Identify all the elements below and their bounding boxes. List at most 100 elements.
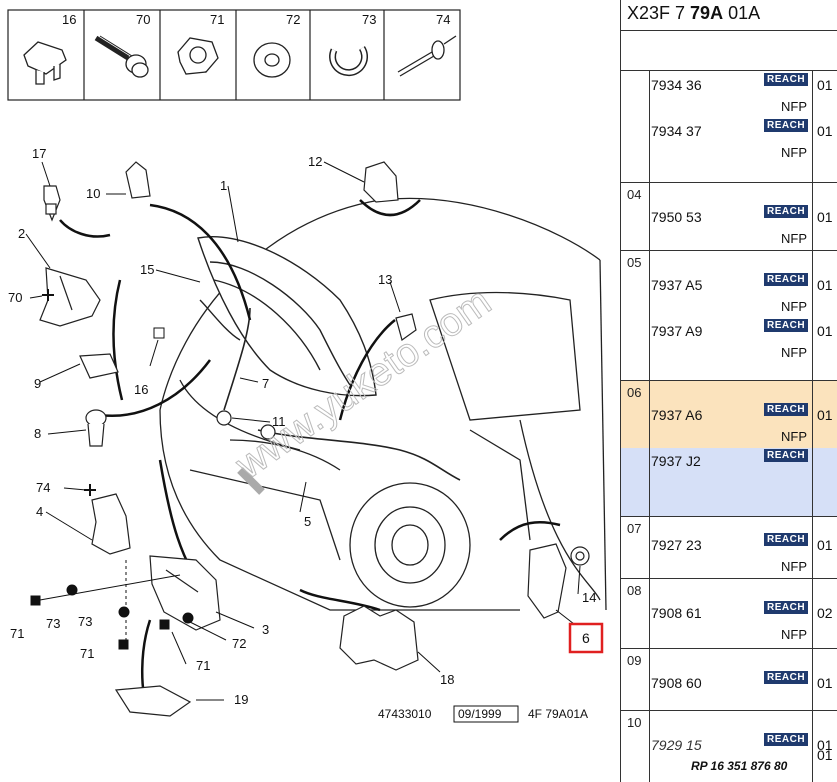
ref-group-05: 05 7937 A5 REACH 01 NFP 7937 A9 REACH 01… <box>621 250 837 380</box>
toolbar-num-70: 70 <box>136 12 150 27</box>
ref-group: 7934 36 REACH 01 NFP 7934 37 REACH 01 NF… <box>621 70 837 182</box>
callout-5: 5 <box>304 514 311 529</box>
footer-ref: 47433010 <box>378 707 432 721</box>
reach-badge: REACH <box>764 601 809 614</box>
screw-icon <box>94 35 149 78</box>
reach-badge: REACH <box>764 273 809 286</box>
clip-icon <box>23 41 67 85</box>
panel-title: X23F 7 79A 01A <box>627 3 761 23</box>
exploded-parts-diagram: 16 70 71 72 73 74 <box>7 9 607 723</box>
part-13-catch <box>395 313 417 341</box>
ref-group-09: 09 7908 60 REACH 01 <box>621 648 837 710</box>
callout-12: 12 <box>308 154 322 169</box>
part-14-bush <box>570 546 590 566</box>
reach-badge: REACH <box>764 403 809 416</box>
ref-group-04: 04 7950 53 REACH 01 NFP <box>621 182 837 250</box>
part-4-bracket <box>91 493 131 555</box>
callout-7: 7 <box>262 376 269 391</box>
callout-6-highlight[interactable]: 6 <box>568 622 604 654</box>
toolbar-num-74: 74 <box>436 12 450 27</box>
callout-71b: 71 <box>80 646 94 661</box>
ref-group-08: 08 7908 61 REACH 02 NFP <box>621 578 837 648</box>
callout-74: 74 <box>36 480 50 495</box>
second-qty: 01 <box>817 747 833 763</box>
rivet-icon <box>397 35 457 77</box>
part-10-bumper <box>125 161 151 199</box>
footer-date-box <box>453 705 519 723</box>
reach-badge: REACH <box>764 533 809 546</box>
callout-71a: 71 <box>10 626 24 641</box>
ref-row-hover[interactable]: 7937 J2 REACH <box>621 447 837 493</box>
part-8-grommet <box>85 409 107 447</box>
toolbar-num-16: 16 <box>62 12 76 27</box>
ref-row[interactable]: 7950 53 REACH 01 NFP <box>651 205 833 246</box>
ref-group-07: 07 7927 23 REACH 01 NFP <box>621 516 837 578</box>
callout-11: 11 <box>272 414 286 429</box>
callout-70: 70 <box>8 290 22 305</box>
callout-4: 4 <box>36 504 43 519</box>
spring-clip-icon <box>329 46 369 77</box>
callout-6: 6 <box>582 630 590 646</box>
toolbar-num-71: 71 <box>210 12 224 27</box>
callout-18: 18 <box>440 672 454 687</box>
callout-8: 8 <box>34 426 41 441</box>
callout-9: 9 <box>34 376 41 391</box>
ref-group-06: 06 7937 A6 REACH 01 NFP 7937 J2 REACH <box>621 380 837 517</box>
open-square-marker <box>153 327 165 339</box>
ref-row[interactable]: 7927 23 REACH 01 NFP <box>651 533 833 574</box>
vehicle-outline <box>159 197 607 611</box>
callout-19: 19 <box>234 692 248 707</box>
reach-badge: REACH <box>764 733 809 746</box>
ref-row[interactable]: 7908 61 REACH 02 NFP <box>651 601 833 642</box>
toolbar-num-73: 73 <box>362 12 376 27</box>
callout-3: 3 <box>262 622 269 637</box>
callout-17: 17 <box>32 146 46 161</box>
ref-row[interactable]: 7937 A9 REACH 01 NFP <box>651 319 833 360</box>
washer-icon <box>253 42 291 78</box>
nut-icon <box>177 37 219 75</box>
callout-14: 14 <box>582 590 596 605</box>
part-12-latch <box>363 161 399 203</box>
callout-73b: 73 <box>78 614 92 629</box>
callout-72: 72 <box>232 636 246 651</box>
callout-73a: 73 <box>46 616 60 631</box>
part-11-guide <box>216 410 276 440</box>
ref-row[interactable]: 7929 15 REACH 01 <box>651 733 833 753</box>
parts-reference-panel: X23F 7 79A 01A 7934 36 REACH 01 NFP 7934… <box>620 0 837 782</box>
reach-badge: REACH <box>764 671 809 684</box>
ref-row[interactable]: 7937 A5 REACH 01 NFP <box>651 273 833 314</box>
ref-row[interactable]: 7934 36 REACH 01 NFP <box>651 73 833 114</box>
part-6-striker <box>527 543 567 619</box>
ref-group-10: 10 7929 15 REACH 01 01 RP 16 351 876 80 <box>621 710 837 782</box>
part-17-plug <box>43 185 61 222</box>
ref-row[interactable]: 7908 60 REACH 01 <box>651 671 833 691</box>
reach-badge: REACH <box>764 119 809 132</box>
reach-badge: REACH <box>764 449 809 462</box>
callout-15: 15 <box>140 262 154 277</box>
detail-loops <box>59 199 561 711</box>
ref-row[interactable]: 7934 37 REACH 01 NFP <box>651 119 833 160</box>
callout-71c: 71 <box>196 658 210 673</box>
fastener-dots <box>30 560 194 650</box>
callout-16: 16 <box>134 382 148 397</box>
callout-1: 1 <box>220 178 227 193</box>
part-3-lock <box>149 555 221 631</box>
footer-code: 4F 79A01A <box>528 707 588 721</box>
reach-badge: REACH <box>764 73 809 86</box>
callout-2: 2 <box>18 226 25 241</box>
ref-row-selected[interactable]: 7937 A6 REACH 01 NFP <box>651 403 833 444</box>
reach-badge: REACH <box>764 205 809 218</box>
footer-date: 09/1999 <box>458 707 502 721</box>
part-19-rod <box>114 685 192 717</box>
toolbar-num-72: 72 <box>286 12 300 27</box>
leader-lines <box>25 161 581 701</box>
part-18-seal <box>339 605 419 671</box>
callout-13: 13 <box>378 272 392 287</box>
callout-10: 10 <box>86 186 100 201</box>
reach-badge: REACH <box>764 319 809 332</box>
part-2-hinge <box>39 267 101 327</box>
part-9-clip <box>79 353 119 379</box>
bonnet-panel <box>197 236 377 397</box>
parts-toolbar <box>7 9 461 101</box>
footnote-ref: RP 16 351 876 80 <box>691 759 788 773</box>
